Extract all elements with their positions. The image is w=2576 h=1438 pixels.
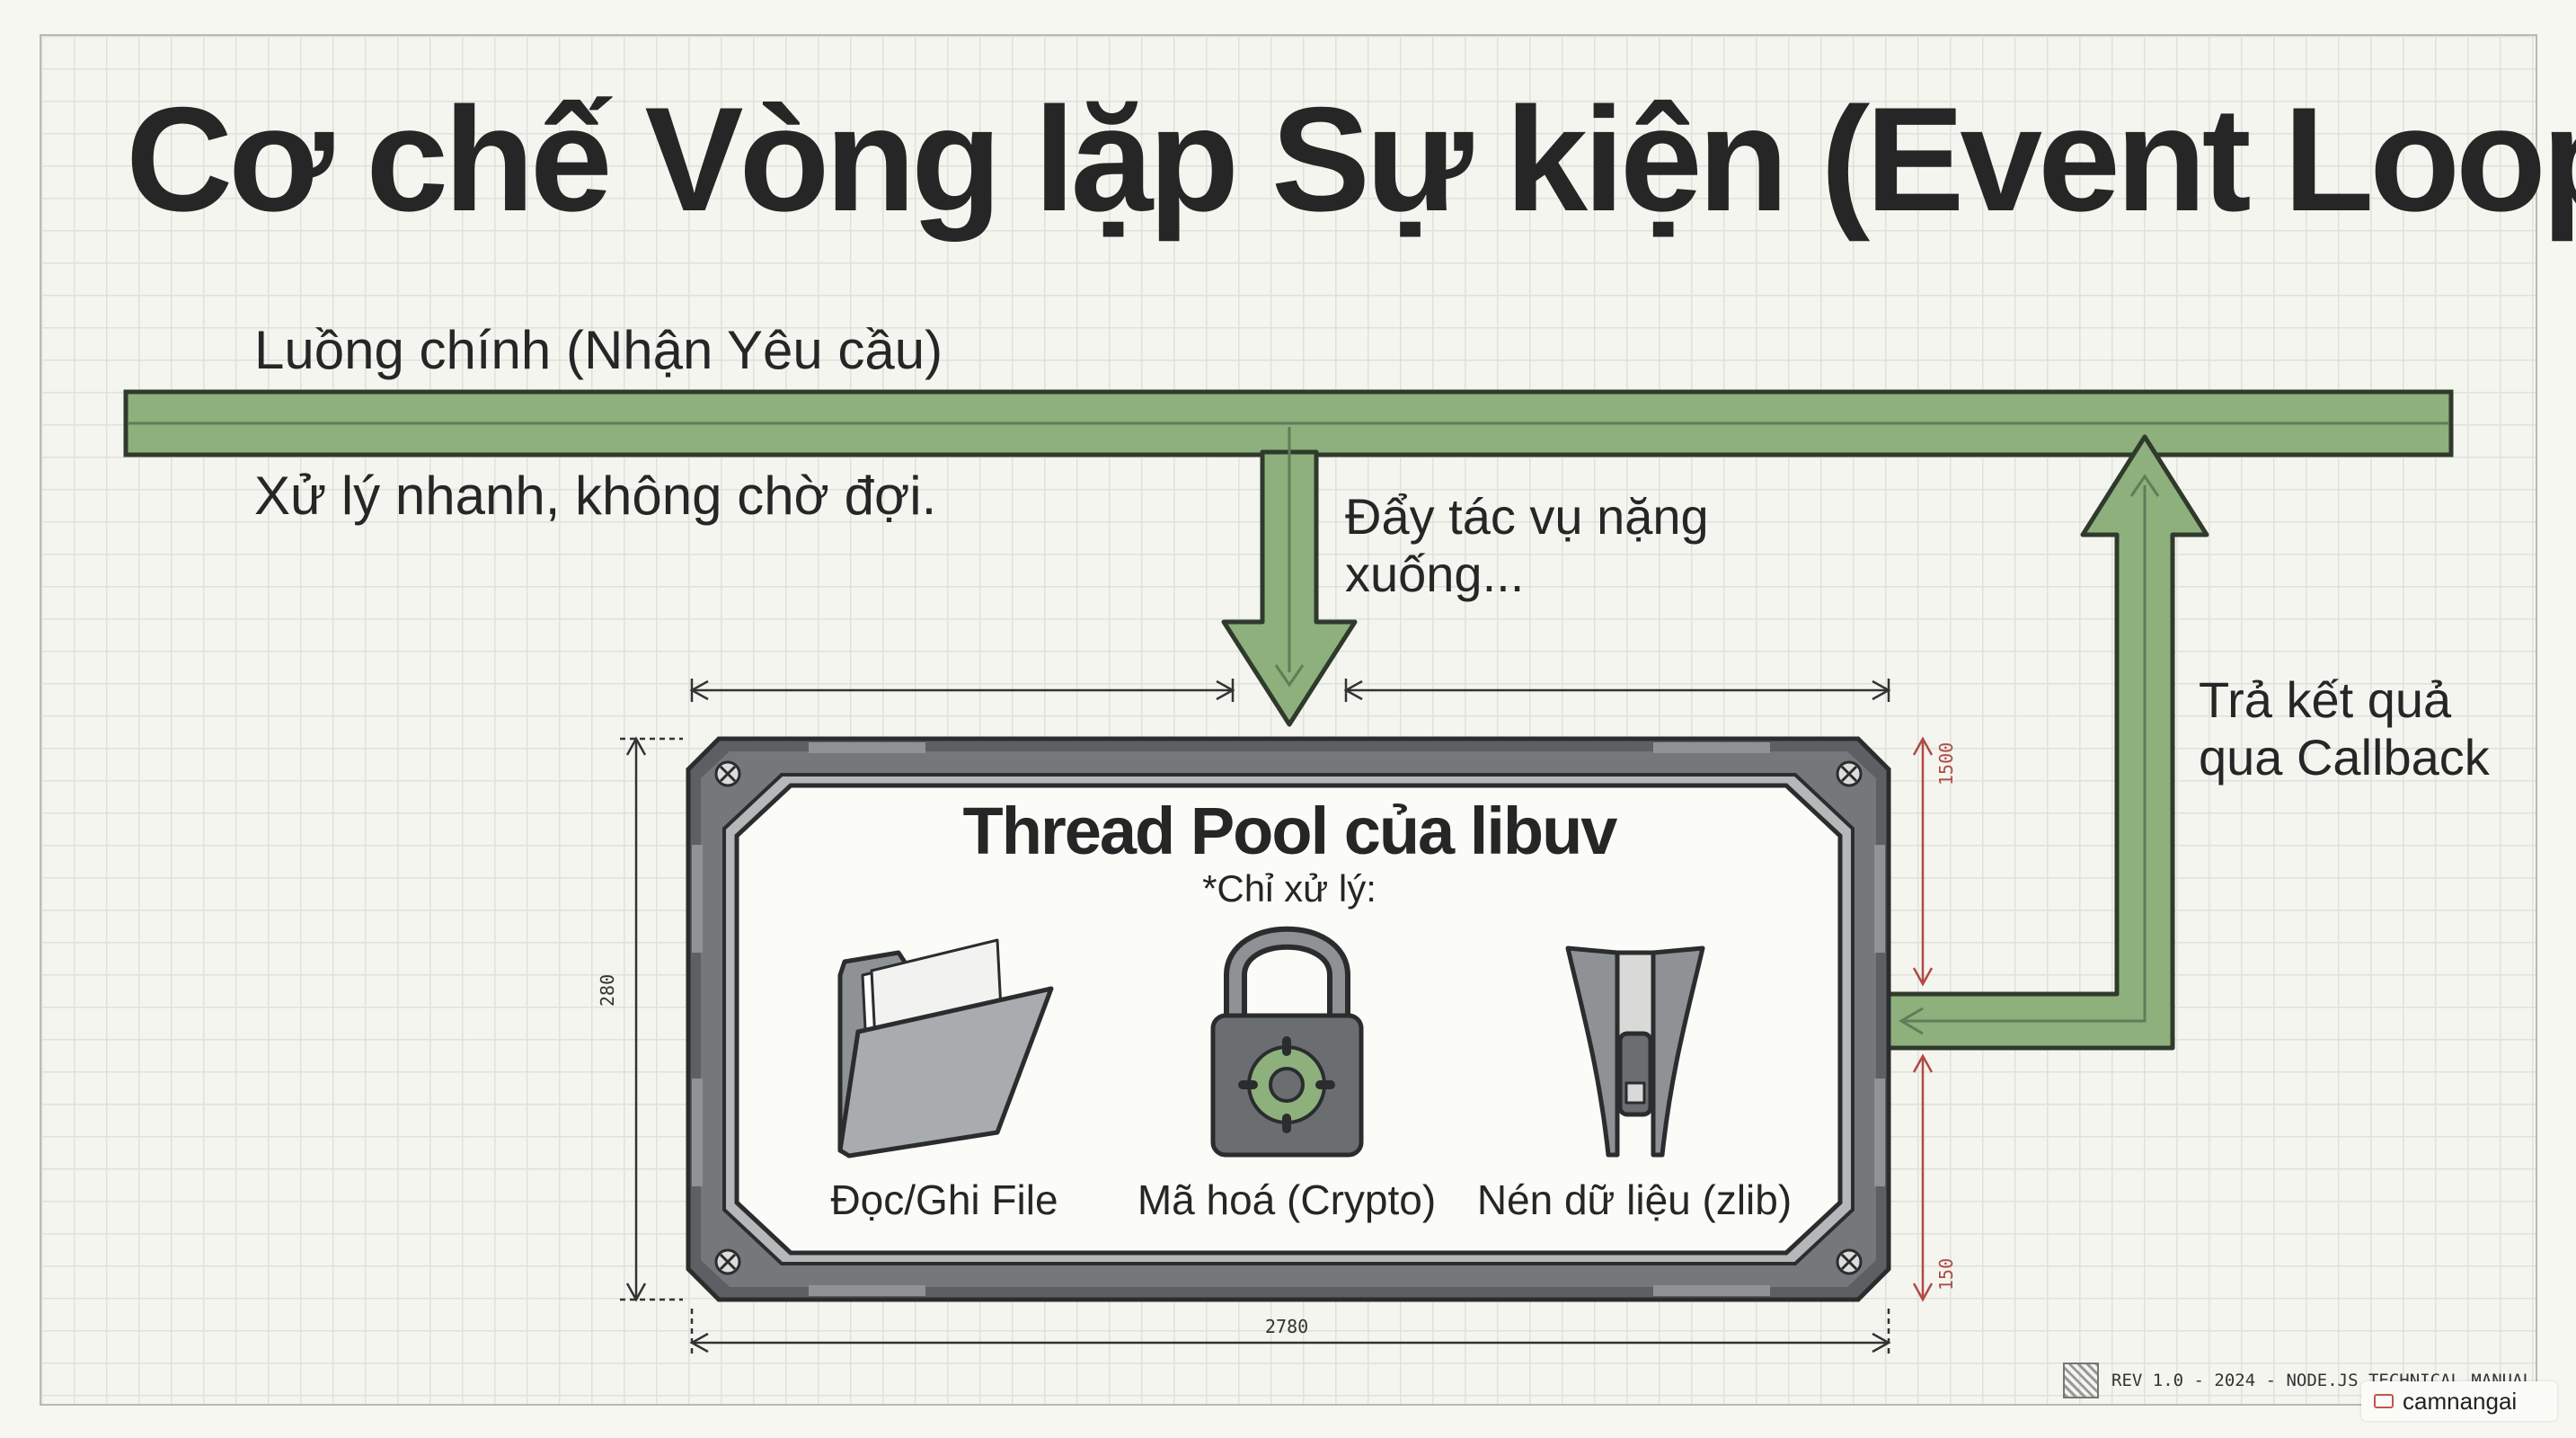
main-thread-label: Luồng chính (Nhận Yêu cầu) <box>254 320 943 380</box>
dimension-top-right: 1500 <box>1935 741 1957 786</box>
page-title: Cơ chế Vòng lặp Sự kiện (Event Loop) <box>126 76 2576 242</box>
thread-pool-subtitle: *Chỉ xử lý: <box>1202 867 1377 910</box>
task-label-file-io: Đọc/Ghi File <box>830 1176 1058 1223</box>
dimension-width: 2780 <box>1265 1316 1309 1337</box>
watermark-badge[interactable]: camnangai <box>2361 1381 2557 1421</box>
callback-return-arrow <box>1886 434 2209 1051</box>
folder-icon <box>837 938 1054 1158</box>
dimension-bottom-right: 150 <box>1935 1257 1957 1291</box>
book-icon <box>2374 1394 2394 1408</box>
push-down-arrow <box>1221 427 1358 727</box>
callback-label: Trả kết quả qua Callback <box>2199 671 2490 786</box>
watermark-text: camnangai <box>2403 1387 2518 1415</box>
thread-pool-title: Thread Pool của libuv <box>962 794 1618 868</box>
push-task-label: Đẩy tác vụ nặng xuống... <box>1345 488 1709 603</box>
padlock-gear-icon <box>1210 926 1364 1158</box>
zipper-icon <box>1565 945 1705 1158</box>
task-label-zlib: Nén dữ liệu (zlib) <box>1476 1176 1793 1223</box>
dimension-lines <box>620 679 1891 1355</box>
hatch-icon <box>2063 1363 2099 1398</box>
dimension-height: 280 <box>597 973 618 1007</box>
task-label-crypto: Mã hoá (Crypto) <box>1137 1176 1437 1223</box>
main-thread-description: Xử lý nhanh, không chờ đợi. <box>254 466 937 526</box>
dimension-lines-red <box>1912 736 1934 1302</box>
